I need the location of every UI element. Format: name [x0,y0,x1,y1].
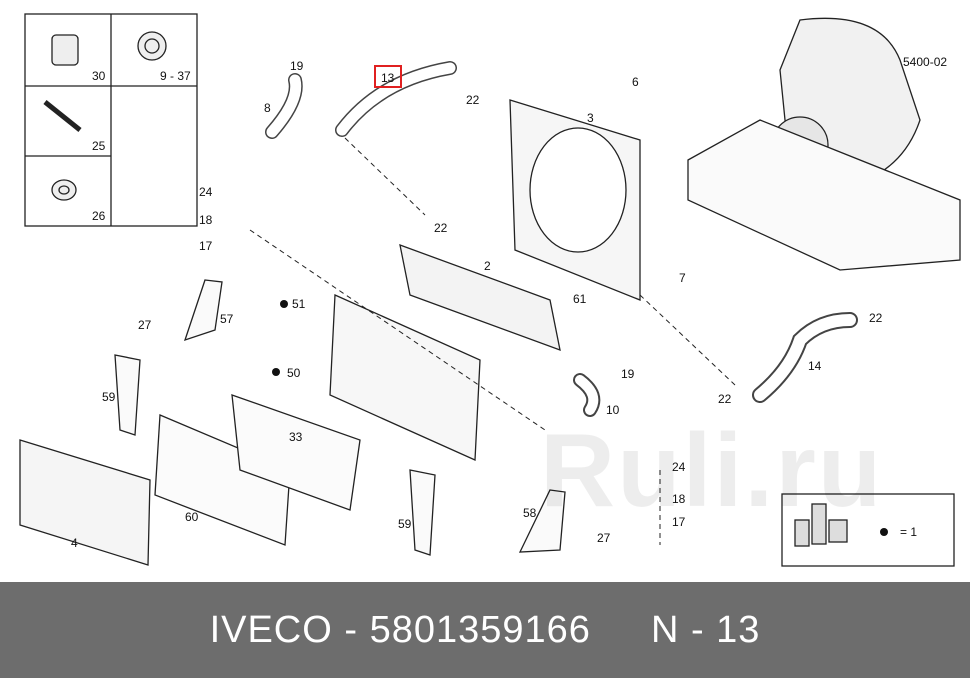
callout-label: 22 [869,311,883,325]
callout-label: 22 [466,93,480,107]
bolt-25-icon [43,100,82,132]
callout-label: 3 [587,111,594,125]
separator: - [344,608,359,651]
highlight-13 [374,65,402,88]
hose-13 [335,61,457,137]
brand-name: IVECO [209,608,333,651]
callout-label: 59 [102,390,116,404]
callout-label: 51 [292,297,306,311]
bracket-57 [183,279,223,342]
callout-label: 14 [808,359,822,373]
callout-label: 33 [289,430,303,444]
callout-label: 19 [290,59,304,73]
frame-rail [687,119,961,271]
intercooler-2 [399,243,561,352]
bracket-59-right [409,469,436,556]
kit-label: 30 [92,69,106,83]
callout-label: 59 [398,517,412,531]
marker-dot [272,368,280,376]
bracket-59-left [114,354,141,436]
callout-label: 13 [381,71,395,85]
callout-label: 4 [71,536,78,550]
parts-diagram: 5400-02 30 9 - 37 25 26 = 1 19 8 13 22 6… [19,13,961,567]
callout-label: 50 [287,366,301,380]
clip-30-icon [51,34,79,66]
callout-label: 17 [672,515,686,529]
kit-label: 26 [92,209,106,223]
callout-label: 24 [672,460,686,474]
callout-label: 10 [606,403,620,417]
air-guide-33 [231,394,361,511]
bracket-58 [518,489,566,553]
exploded-view-svg: 5400-02 30 9 - 37 25 26 = 1 19 8 13 22 6… [19,13,961,567]
callout-label: 18 [199,213,213,227]
callout-label: 2 [484,259,491,273]
diagram-code: 5400-02 [903,55,947,69]
marker-dot [880,528,888,536]
callout-label: 18 [672,492,686,506]
kit-label: 9 - 37 [160,69,191,83]
part-number: 5801359166 [369,608,591,651]
callout-label: 58 [523,506,537,520]
callout-label: 7 [679,271,686,285]
callout-ref: N - 13 [650,608,761,651]
legend-text: = 1 [900,525,917,539]
radiator [329,294,481,461]
callout-label: 61 [573,292,587,306]
callout-label: 27 [597,531,611,545]
hose-clamp-icon [137,31,167,61]
legend-box [781,493,955,567]
callout-label: 57 [220,312,234,326]
footer-bar: IVECO - 5801359166 N - 13 [0,582,970,678]
condenser-4 [19,439,151,566]
callout-label: 24 [199,185,213,199]
marker-dot [280,300,288,308]
callout-label: 27 [138,318,152,332]
callout-label: 22 [434,221,448,235]
washer-26-icon [51,179,77,201]
callout-label: 17 [199,239,213,253]
callout-label: 19 [621,367,635,381]
callout-label: 60 [185,510,199,524]
callout-label: 22 [718,392,732,406]
callout-label: 8 [264,101,271,115]
callout-label: 6 [632,75,639,89]
kit-label: 25 [92,139,106,153]
